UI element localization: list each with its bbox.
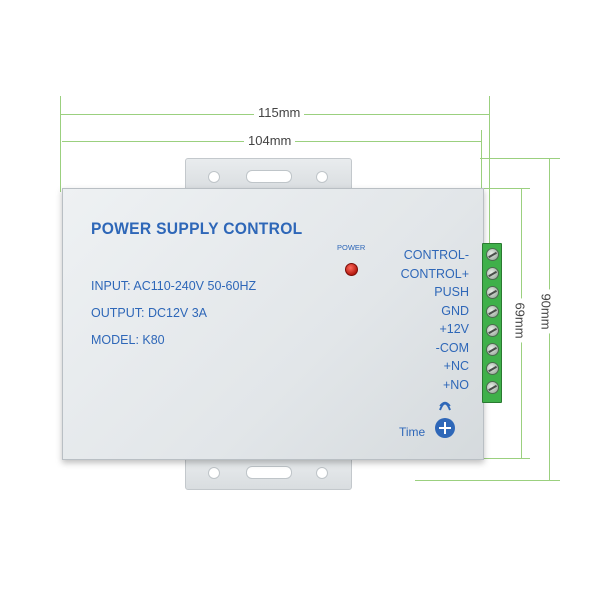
terminal-label: +NC bbox=[443, 359, 469, 373]
dim-90-top-ext bbox=[480, 158, 560, 159]
bracket-hole bbox=[316, 171, 328, 183]
terminal-screw-icon[interactable] bbox=[486, 343, 499, 356]
terminal-label: CONTROL- bbox=[403, 248, 469, 262]
spec-output: OUTPUT: DC12V 3A bbox=[91, 306, 208, 320]
terminal-label: -COM bbox=[435, 340, 469, 355]
dim-69-bottom-ext bbox=[482, 458, 530, 459]
terminal-label: +12V bbox=[439, 322, 469, 336]
terminal-screw-icon[interactable] bbox=[486, 248, 499, 261]
time-label: Time bbox=[399, 425, 426, 439]
terminal-screw-icon[interactable] bbox=[486, 381, 499, 394]
dim-90-label: 90mm bbox=[538, 289, 554, 334]
dim-115-left-ext bbox=[60, 96, 61, 192]
dim-69-top-ext bbox=[482, 188, 530, 189]
terminal-block bbox=[482, 243, 502, 403]
bracket-hole bbox=[316, 467, 328, 479]
device-title: POWER SUPPLY CONTROL bbox=[91, 219, 303, 238]
terminal-label: GND bbox=[441, 303, 469, 318]
time-direction-arc-icon bbox=[439, 401, 451, 411]
dim-115-label: 115mm bbox=[254, 105, 305, 120]
terminal-label: +NO bbox=[442, 377, 469, 392]
top-mounting-bracket bbox=[185, 158, 352, 192]
terminal-label: CONTROL+ bbox=[400, 266, 469, 281]
terminal-screw-icon[interactable] bbox=[486, 305, 499, 318]
terminal-screw-icon[interactable] bbox=[486, 324, 499, 337]
power-led-icon bbox=[345, 263, 358, 276]
terminal-screw-icon[interactable] bbox=[486, 286, 499, 299]
power-supply-case: POWER SUPPLY CONTROL INPUT: AC110-240V 5… bbox=[62, 188, 484, 460]
terminal-labels: CONTROL- CONTROL+ PUSH GND +12V -COM +NC… bbox=[401, 246, 469, 394]
terminal-label: PUSH bbox=[434, 285, 469, 299]
spec-input: INPUT: AC110-240V 50-60HZ bbox=[91, 279, 257, 293]
bottom-mounting-bracket bbox=[185, 456, 352, 490]
power-label: POWER bbox=[337, 243, 366, 252]
terminal-screw-icon[interactable] bbox=[486, 362, 499, 375]
bracket-slot bbox=[246, 466, 292, 479]
bracket-hole bbox=[208, 467, 220, 479]
dim-104-label: 104mm bbox=[244, 133, 296, 148]
bracket-slot bbox=[246, 170, 292, 183]
spec-model: MODEL: K80 bbox=[91, 333, 165, 347]
dim-90-bottom-ext bbox=[415, 480, 560, 481]
dim-69-label: 69mm bbox=[512, 298, 528, 343]
dim-104-right-ext bbox=[481, 130, 482, 188]
bracket-hole bbox=[208, 171, 220, 183]
dim-115-right-ext bbox=[489, 96, 490, 244]
terminal-screw-icon[interactable] bbox=[486, 267, 499, 280]
time-adjust-knob-icon[interactable] bbox=[435, 418, 455, 438]
